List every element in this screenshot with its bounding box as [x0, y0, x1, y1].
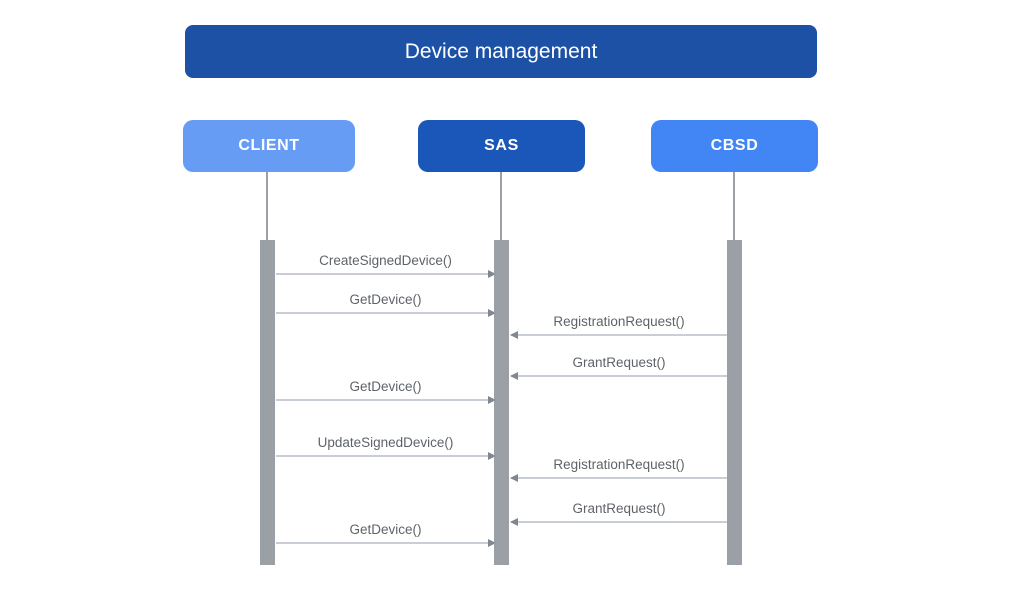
diagram-title: Device management: [185, 25, 817, 78]
message-arrow: [276, 542, 495, 544]
message-arrow: [511, 477, 727, 479]
message-label: UpdateSignedDevice(): [317, 435, 454, 450]
arrow-head: [488, 539, 496, 547]
arrow-head: [488, 270, 496, 278]
message-get-device-2: GetDevice(): [276, 371, 496, 404]
arrow-head: [510, 372, 518, 380]
message-get-device-3: GetDevice(): [276, 514, 496, 547]
lifeline-cbsd: [733, 172, 735, 240]
message-label: RegistrationRequest(): [553, 314, 685, 329]
message-arrow: [511, 375, 727, 377]
actor-cbsd-label: CBSD: [710, 137, 759, 154]
activation-bar-sas: [494, 240, 509, 565]
arrow-head: [510, 518, 518, 526]
message-label: GetDevice(): [349, 379, 422, 394]
actor-sas: SAS: [418, 120, 585, 172]
actor-cbsd: CBSD: [651, 120, 818, 172]
message-arrow: [511, 334, 727, 336]
message-registration-request-1: RegistrationRequest(): [510, 306, 727, 339]
lifeline-client: [266, 172, 268, 240]
message-create-signed-device: CreateSignedDevice(): [276, 245, 496, 278]
arrow-head: [488, 452, 496, 460]
message-get-device-1: GetDevice(): [276, 284, 496, 317]
message-arrow: [276, 312, 495, 314]
message-grant-request-1: GrantRequest(): [510, 347, 727, 380]
message-label: GetDevice(): [349, 292, 422, 307]
actor-client-label: CLIENT: [238, 137, 300, 154]
arrow-head: [510, 331, 518, 339]
message-label: GrantRequest(): [572, 355, 666, 370]
message-label: RegistrationRequest(): [553, 457, 685, 472]
arrow-head: [510, 474, 518, 482]
message-grant-request-2: GrantRequest(): [510, 493, 727, 526]
arrow-head: [488, 396, 496, 404]
activation-bar-client: [260, 240, 275, 565]
message-registration-request-2: RegistrationRequest(): [510, 449, 727, 482]
message-arrow: [511, 521, 727, 523]
arrow-head: [488, 309, 496, 317]
activation-bar-cbsd: [727, 240, 742, 565]
lifeline-sas: [500, 172, 502, 240]
message-label: GetDevice(): [349, 522, 422, 537]
message-arrow: [276, 399, 495, 401]
actor-client: CLIENT: [183, 120, 355, 172]
message-arrow: [276, 455, 495, 457]
message-label: CreateSignedDevice(): [319, 253, 452, 268]
message-label: GrantRequest(): [572, 501, 666, 516]
message-update-signed-device: UpdateSignedDevice(): [276, 427, 496, 460]
message-arrow: [276, 273, 495, 275]
actor-sas-label: SAS: [484, 137, 519, 154]
